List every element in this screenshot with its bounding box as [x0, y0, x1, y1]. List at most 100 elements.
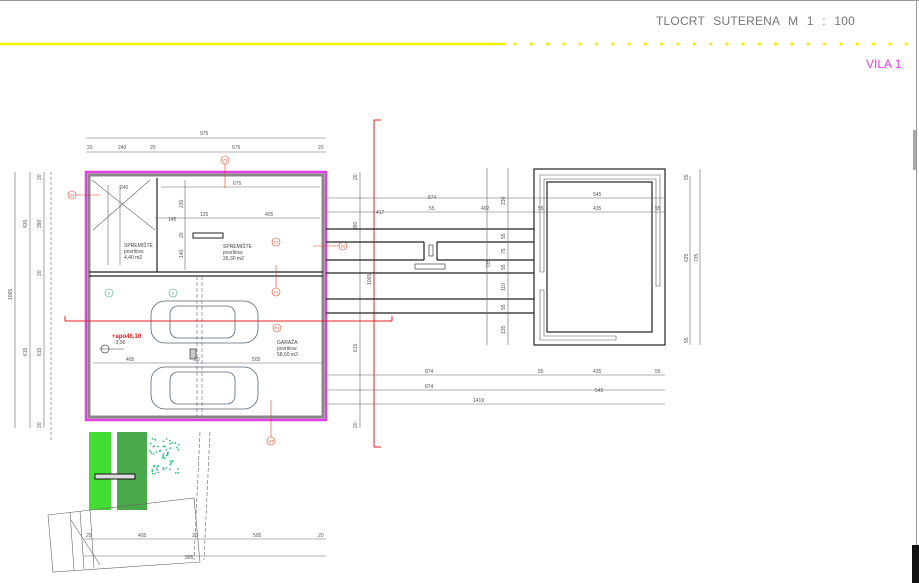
shrub-dot [158, 449, 161, 452]
shrub-dot [177, 472, 180, 474]
svg-text:20: 20 [353, 422, 359, 428]
tag-door-2: S [172, 291, 175, 296]
shrub-dot [156, 468, 159, 471]
svg-text:20: 20 [37, 422, 43, 428]
accent-dot [757, 42, 762, 46]
tag-p1-garage: P1 [275, 326, 281, 331]
accent-dot [660, 42, 664, 46]
shrub-dot [165, 467, 168, 469]
svg-text:230: 230 [179, 199, 185, 208]
shrub-dot [168, 439, 171, 442]
svg-text:55: 55 [501, 264, 507, 270]
car-2 [150, 366, 259, 410]
svg-text:20: 20 [37, 270, 43, 276]
accent-dot [546, 42, 550, 46]
svg-text:20: 20 [353, 174, 359, 180]
shrub-dot [162, 440, 165, 443]
accent-dot [513, 42, 517, 46]
shrub-dot [168, 468, 171, 471]
svg-text:675: 675 [232, 145, 241, 151]
svg-text:675: 675 [233, 181, 242, 187]
room-storage-large: SPREMIŠTE površina: 26,30 m2 [223, 243, 253, 262]
svg-text:505: 505 [253, 533, 262, 539]
accent-dot [594, 42, 599, 46]
svg-text:55: 55 [684, 174, 690, 180]
accent-dot [872, 42, 876, 46]
level-marker: +apo46,10 -3,90 [99, 334, 142, 354]
shrub-dot [161, 456, 164, 459]
svg-text:20: 20 [86, 533, 92, 539]
shrub-dot [163, 457, 166, 460]
svg-text:SPREMIŠTE: SPREMIŠTE [223, 243, 253, 250]
accent-dot [855, 42, 859, 46]
shrub-dot [171, 460, 174, 462]
accent-dot [562, 42, 566, 46]
svg-text:1065: 1065 [367, 274, 373, 285]
svg-text:20: 20 [37, 174, 43, 180]
svg-text:417: 417 [376, 210, 385, 216]
svg-text:402: 402 [481, 206, 490, 212]
svg-text:405: 405 [126, 357, 135, 363]
shrub-dot [157, 471, 159, 474]
shrub-dot [149, 442, 152, 445]
shrub-dot [174, 471, 177, 474]
svg-text:55: 55 [655, 206, 661, 212]
right-axis-dimensions: 20 390 1065 615 20 [353, 172, 373, 428]
shrub-dot [150, 451, 153, 454]
pool: 545 55 435 55 55 625 735 55 [533, 168, 701, 346]
tag-z2: Z2 [341, 244, 346, 249]
svg-text:1065: 1065 [8, 289, 14, 300]
outdoor-stairs [47, 431, 326, 573]
room-storage-small: SPREMIŠTE površina: 4,40 m2 [124, 242, 154, 261]
inner-dimensions: 240 675 145 125 405 230 140 20 405 505 2… [120, 180, 320, 363]
stairs-dimensions: 20 405 20 505 20 995 [86, 533, 324, 561]
shrub-dot [169, 447, 172, 450]
shrub-dot [171, 441, 174, 444]
svg-text:615: 615 [353, 343, 359, 352]
svg-text:135: 135 [501, 325, 507, 334]
svg-text:390: 390 [353, 221, 359, 230]
greenery [89, 432, 180, 510]
svg-text:735: 735 [694, 253, 700, 262]
svg-text:površina:: površina: [277, 346, 297, 352]
shrub-dot [165, 437, 168, 440]
shrub-dot [152, 465, 155, 468]
svg-text:995: 995 [185, 555, 194, 561]
svg-text:405: 405 [138, 533, 147, 539]
accent-dot [774, 42, 778, 46]
accent-dot [578, 42, 582, 46]
shrub-dot [163, 445, 166, 448]
accent-dot [725, 42, 729, 46]
accent-dot [823, 42, 827, 46]
shrub-dot [174, 442, 177, 445]
svg-text:405: 405 [265, 212, 274, 218]
svg-text:145: 145 [168, 217, 177, 223]
shrub-dot [149, 450, 152, 452]
shrub-dot [176, 468, 179, 470]
svg-text:125: 125 [200, 212, 209, 218]
svg-text:430: 430 [23, 219, 29, 228]
svg-text:435: 435 [593, 206, 602, 212]
building-outline [84, 170, 328, 422]
shrub-dot [155, 451, 158, 454]
shrub-dot [151, 470, 154, 473]
scrollbar[interactable] [913, 130, 916, 170]
svg-text:874: 874 [428, 195, 437, 201]
shrub-dot [151, 437, 154, 440]
svg-text:55: 55 [655, 369, 661, 375]
svg-text:-3,90: -3,90 [114, 340, 126, 346]
tag-door-1: S [108, 291, 111, 296]
shrub-dot [165, 448, 168, 451]
shrub-dot [154, 472, 157, 475]
shrub-dot [170, 462, 173, 465]
accent-dot [839, 42, 843, 46]
svg-text:625: 625 [684, 253, 690, 262]
shrub-dot [157, 445, 159, 448]
svg-text:615: 615 [37, 347, 43, 356]
room-garage: GARAŽA površina: 58,60 m2 [277, 338, 298, 358]
shrub-dot [166, 453, 169, 456]
frame-block [912, 545, 919, 583]
svg-text:545: 545 [593, 192, 602, 198]
svg-text:55: 55 [501, 304, 507, 310]
